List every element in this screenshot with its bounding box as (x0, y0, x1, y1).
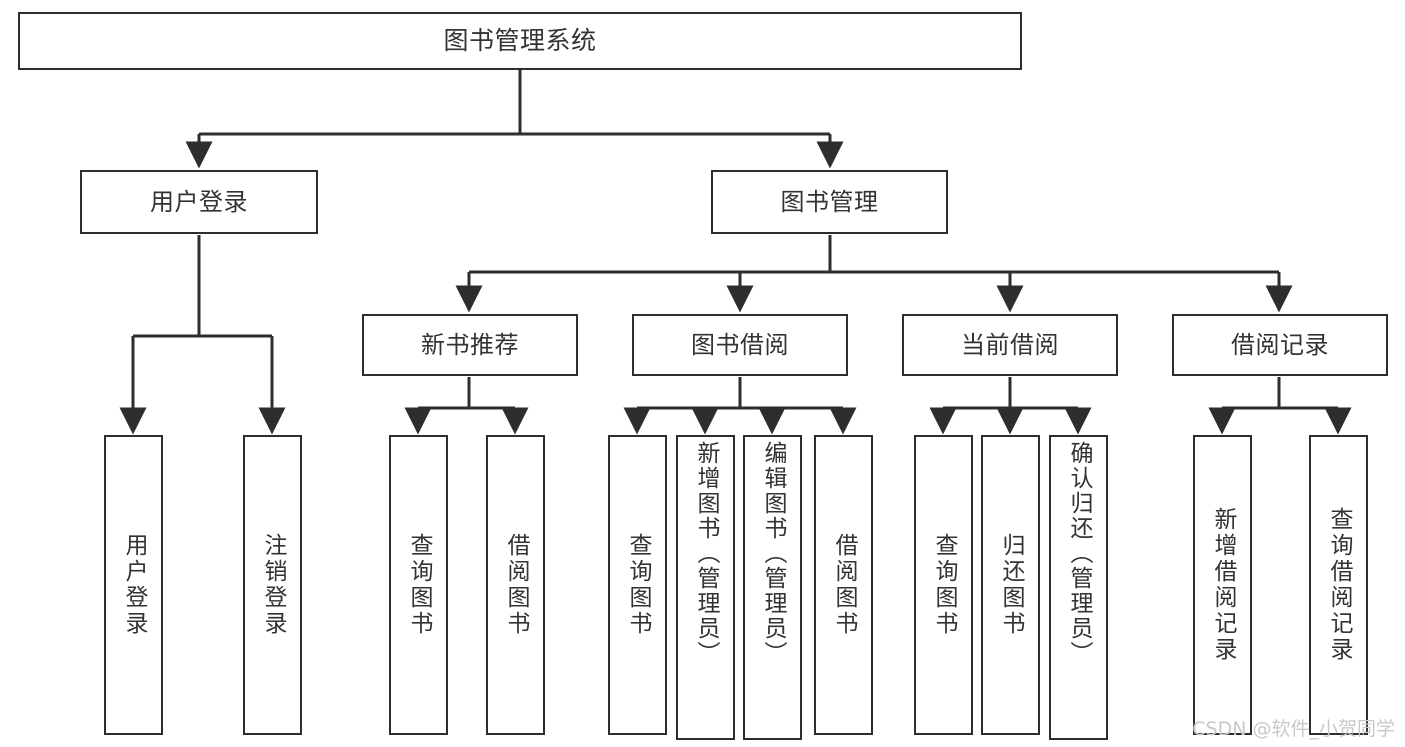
node-label: 编辑图书（管理员） (760, 441, 786, 666)
node-borrow-record[interactable]: 借阅记录 (1172, 314, 1388, 376)
leaf-current-borrow-query-book[interactable]: 查询图书 (914, 435, 973, 735)
node-label: 用户登录 (150, 187, 248, 216)
node-label: 图书借阅 (691, 330, 789, 359)
node-label: 查询图书 (931, 533, 957, 637)
node-label: 注销登录 (260, 533, 286, 637)
node-label: 新增图书（管理员） (693, 441, 719, 666)
node-label: 借阅记录 (1231, 330, 1329, 359)
node-current-borrow[interactable]: 当前借阅 (902, 314, 1118, 376)
node-label: 借阅图书 (831, 533, 857, 637)
node-label: 归还图书 (998, 533, 1024, 637)
leaf-new-book-borrow-book[interactable]: 借阅图书 (486, 435, 545, 735)
node-user-login[interactable]: 用户登录 (80, 170, 318, 234)
leaf-borrow-record-add-record[interactable]: 新增借阅记录 (1193, 435, 1252, 735)
node-book-management[interactable]: 图书管理 (711, 170, 948, 234)
node-label: 确认归还（管理员） (1066, 441, 1092, 666)
leaf-current-borrow-return-book[interactable]: 归还图书 (981, 435, 1040, 735)
leaf-user-login-logout[interactable]: 注销登录 (243, 435, 302, 735)
leaf-book-borrow-edit-book-admin[interactable]: 编辑图书（管理员） (743, 435, 802, 740)
leaf-new-book-query-book[interactable]: 查询图书 (389, 435, 448, 735)
node-label: 用户登录 (121, 533, 147, 637)
leaf-borrow-record-query-record[interactable]: 查询借阅记录 (1309, 435, 1368, 735)
leaf-book-borrow-borrow-book[interactable]: 借阅图书 (814, 435, 873, 735)
node-label: 查询借阅记录 (1326, 507, 1352, 663)
node-label: 图书管理系统 (443, 26, 597, 56)
node-label: 查询图书 (625, 533, 651, 637)
leaf-book-borrow-query-book[interactable]: 查询图书 (608, 435, 667, 735)
watermark-text: CSDN @软件_小贺同学 (1192, 718, 1395, 740)
node-label: 查询图书 (406, 533, 432, 637)
node-label: 借阅图书 (503, 533, 529, 637)
node-label: 当前借阅 (961, 330, 1059, 359)
node-label: 新增借阅记录 (1210, 507, 1236, 663)
node-book-borrow[interactable]: 图书借阅 (632, 314, 848, 376)
leaf-current-borrow-confirm-return-admin[interactable]: 确认归还（管理员） (1049, 435, 1108, 740)
leaf-user-login-login[interactable]: 用户登录 (104, 435, 163, 735)
node-root-book-management-system[interactable]: 图书管理系统 (18, 12, 1022, 70)
node-new-book-recommend[interactable]: 新书推荐 (362, 314, 578, 376)
node-label: 新书推荐 (421, 330, 519, 359)
leaf-book-borrow-add-book-admin[interactable]: 新增图书（管理员） (676, 435, 735, 740)
node-label: 图书管理 (780, 187, 879, 216)
